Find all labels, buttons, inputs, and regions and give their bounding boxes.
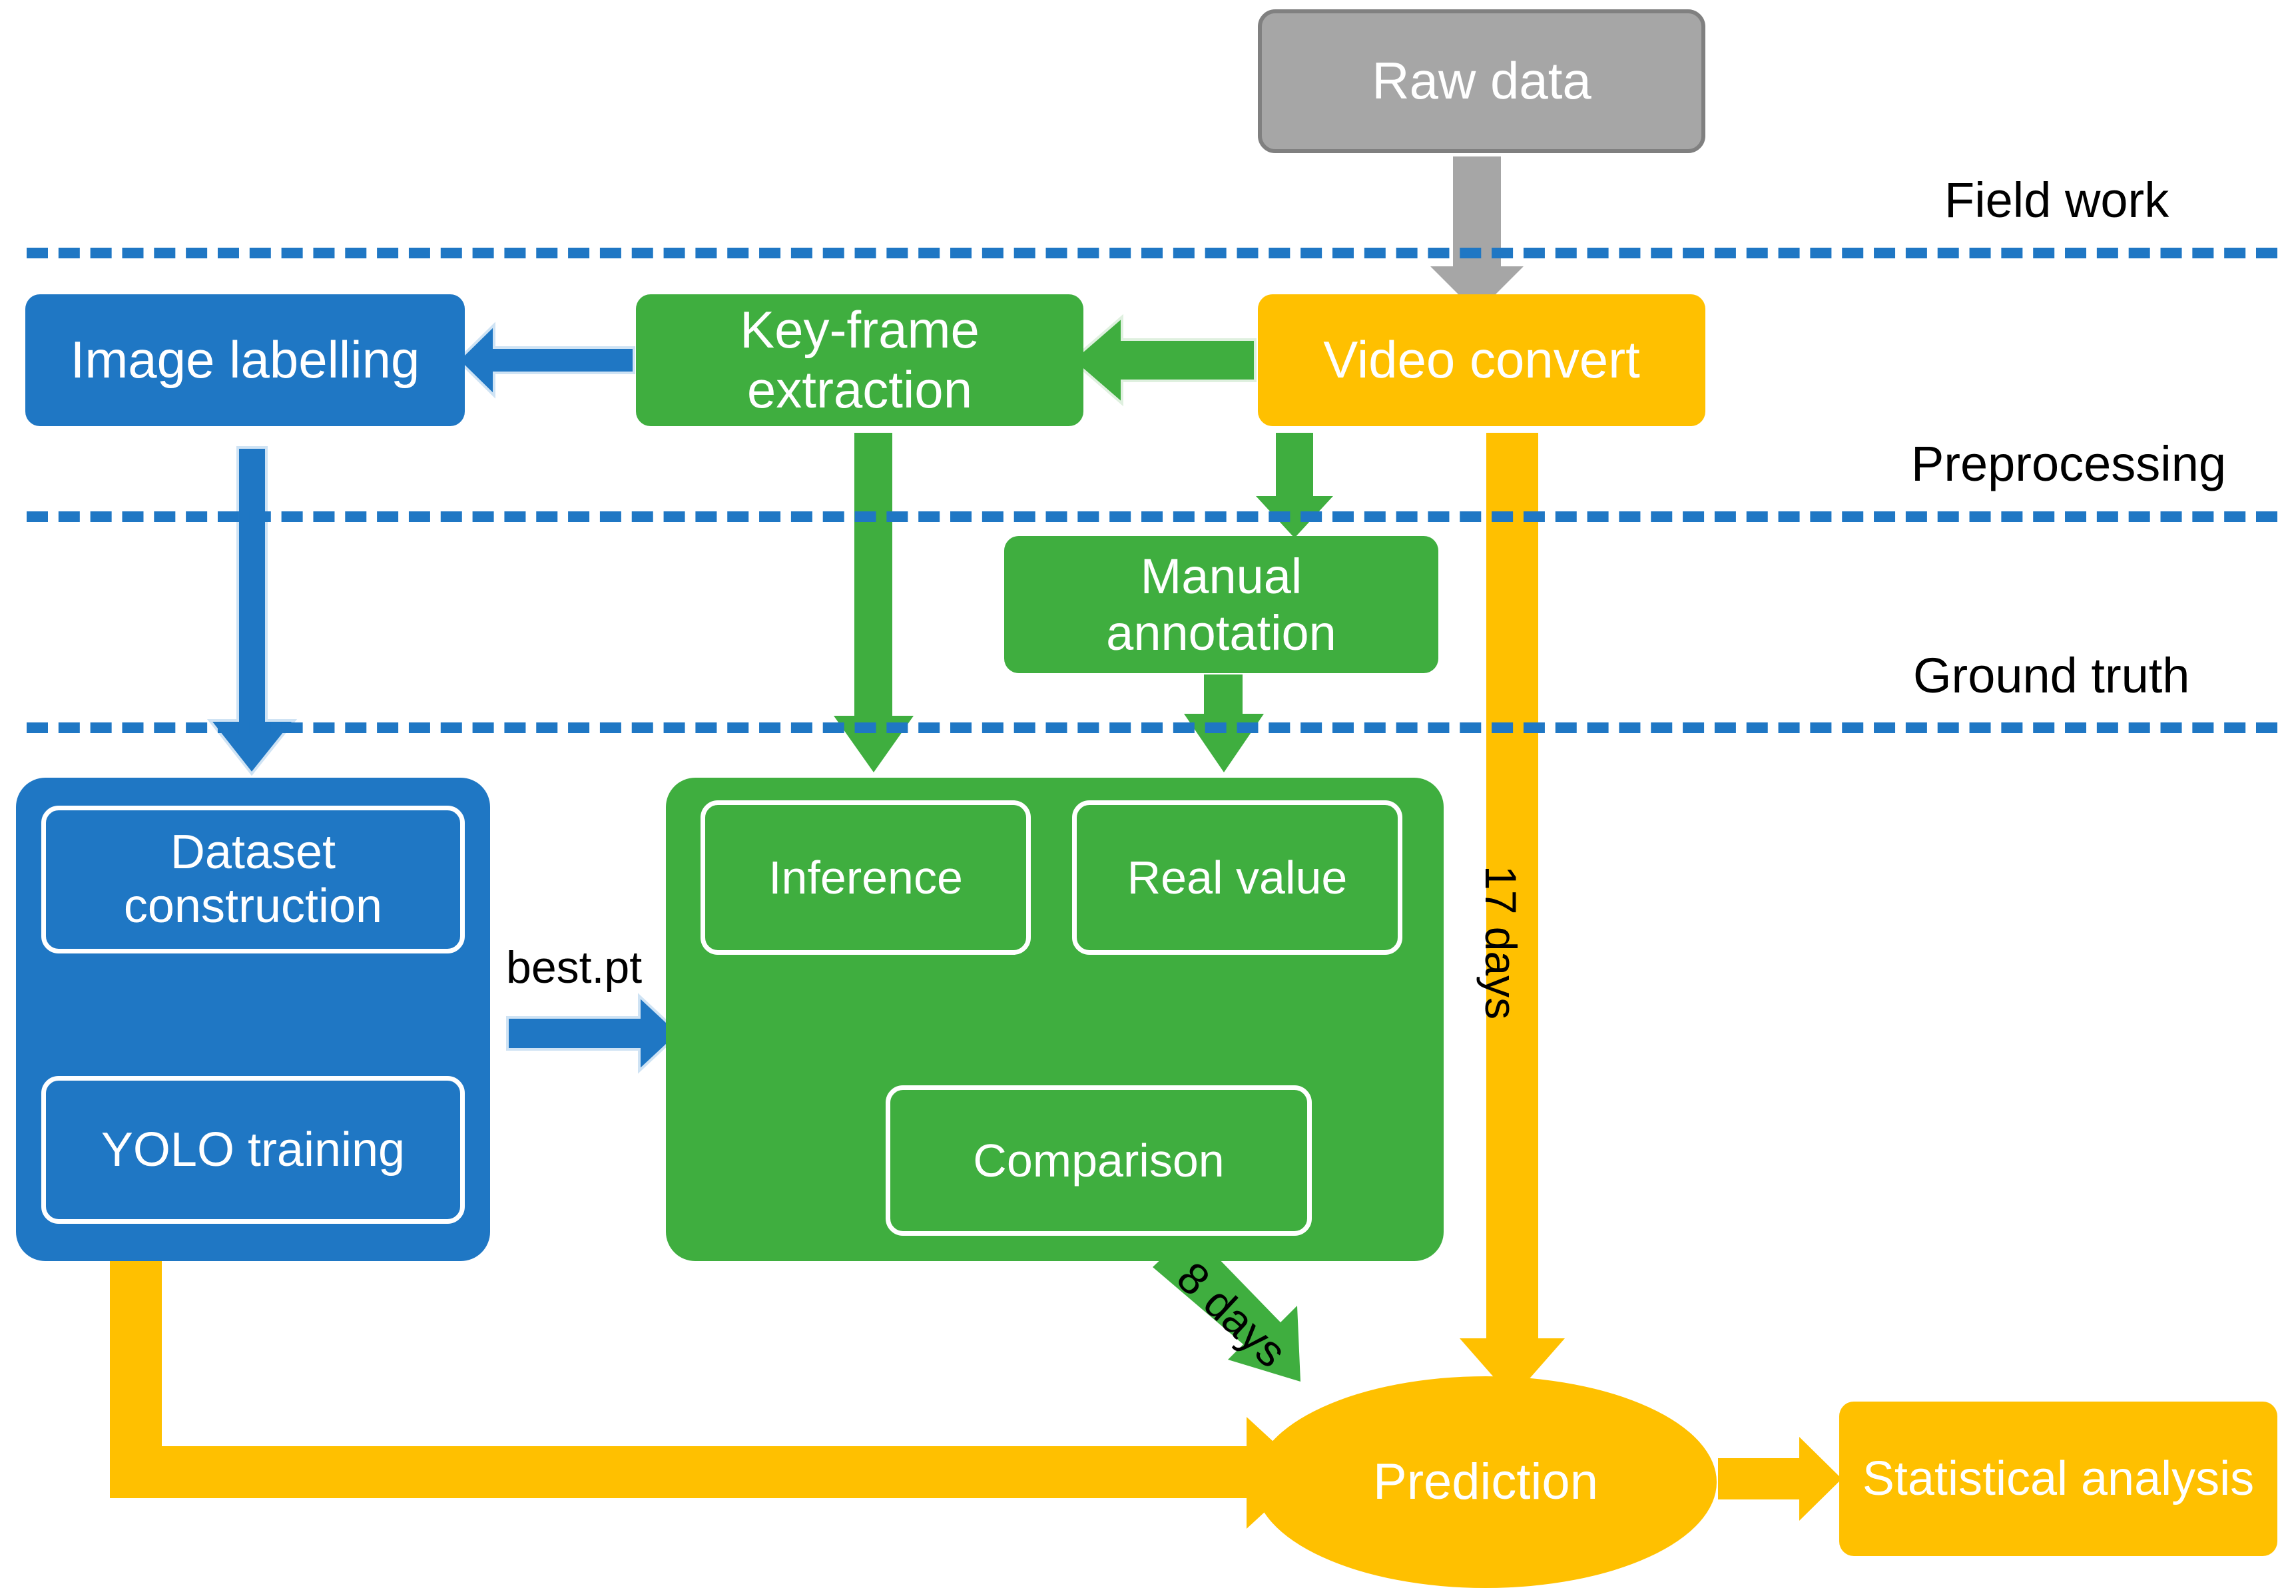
arrow-besypt-yolo-to-inference	[506, 993, 681, 1074]
phase-divider-ground-truth	[27, 722, 2277, 733]
node-comparison[interactable]: Comparison	[886, 1085, 1312, 1236]
phase-label-field-work: Field work	[1944, 172, 2169, 228]
node-inference[interactable]: Inference	[701, 800, 1031, 955]
node-manual-annotation[interactable]: Manual annotation	[1004, 536, 1438, 673]
node-video-convert[interactable]: Video convert	[1258, 294, 1705, 426]
arrow-keyframe-to-inference	[834, 433, 914, 772]
node-yolo-training[interactable]: YOLO training	[41, 1076, 465, 1224]
node-raw-data[interactable]: Raw data	[1258, 9, 1705, 153]
arrow-video-to-keyframe	[1069, 314, 1257, 407]
edge-label-eight-days: 8 days	[1167, 1252, 1296, 1377]
arrow-video-to-manual	[1256, 433, 1333, 538]
node-real-value[interactable]: Real value	[1072, 800, 1402, 955]
arrow-raw-to-video	[1430, 156, 1524, 313]
edge-label-seventeen-days: 17 days	[1476, 866, 1526, 1020]
group-model-training: Dataset construction YOLO training	[16, 778, 490, 1261]
group-evaluation: Inference Real value Comparison	[666, 778, 1444, 1261]
node-key-frame-extraction[interactable]: Key-frame extraction	[636, 294, 1083, 426]
arrow-keyframe-to-imagelabelling	[456, 322, 635, 399]
node-image-labelling[interactable]: Image labelling	[25, 294, 465, 426]
phase-label-ground-truth: Ground truth	[1913, 648, 2190, 703]
node-statistical-analysis[interactable]: Statistical analysis	[1839, 1402, 2277, 1556]
phase-divider-preprocessing	[27, 511, 2277, 522]
arrow-prediction-to-statistical	[1718, 1437, 1842, 1521]
edge-label-best-pt: best.pt	[506, 942, 643, 993]
arrow-yolo-to-prediction	[110, 1260, 1307, 1529]
node-prediction[interactable]: Prediction	[1255, 1376, 1717, 1588]
phase-label-preprocessing: Preprocessing	[1911, 436, 2227, 491]
node-dataset-construction[interactable]: Dataset construction	[41, 806, 465, 953]
phase-divider-field-work	[27, 248, 2277, 258]
